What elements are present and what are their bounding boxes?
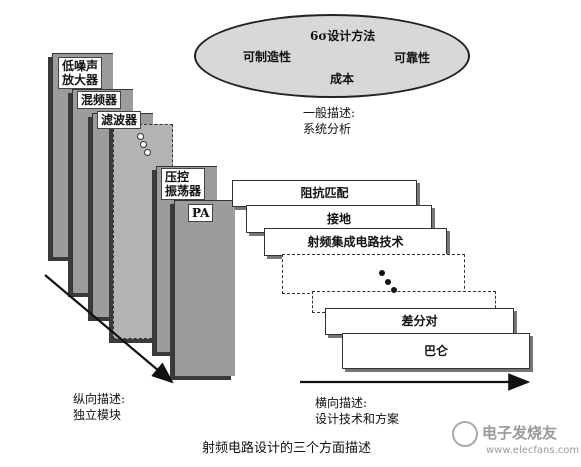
technique-label-rfic: 射频集成电路技术	[307, 235, 404, 249]
technique-box-impedance: 阻抗匹配	[232, 180, 417, 207]
horizontal-description-value: 设计技术和方案	[315, 412, 400, 426]
watermark-logo-icon	[452, 421, 478, 447]
module-card-pa	[174, 200, 235, 376]
general-description-value: 系统分析	[303, 122, 352, 136]
ellipsis-dot	[140, 141, 147, 148]
module-label-lna: 低噪声 放大器	[58, 57, 103, 89]
module-label-filter: 滤波器	[97, 111, 142, 129]
technique-label-impedance: 阻抗匹配	[300, 186, 349, 200]
technique-box-rfic: 射频集成电路技术	[264, 228, 447, 256]
module-label-mixer: 混频器	[77, 91, 122, 109]
technique-label-balun: 巴仑	[423, 344, 448, 358]
technique-label-ground: 接地	[326, 212, 351, 226]
watermark-brand: 电子发烧友	[482, 424, 558, 442]
module-label-pa: PA	[188, 204, 214, 222]
design-method-ellipse	[194, 14, 470, 98]
horizontal-description-label: 横向描述:	[315, 396, 368, 410]
vertical-description-label: 纵向描述:	[73, 392, 126, 406]
ellipsis-dot	[379, 270, 385, 276]
technique-box-balun: 巴仑	[342, 333, 530, 369]
general-description-label: 一般描述:	[303, 106, 356, 120]
technique-label-differential: 差分对	[401, 314, 438, 328]
ellipse-title: 6σ设计方法	[310, 29, 376, 43]
ellipsis-dot	[137, 133, 144, 140]
technique-box-placeholder	[282, 254, 465, 294]
technique-box-differential: 差分对	[325, 308, 514, 335]
watermark-url: www.elecfans.com	[486, 445, 580, 456]
ellipsis-dot	[391, 287, 397, 293]
vertical-description-value: 独立模块	[73, 408, 122, 422]
ellipse-manufacturability: 可制造性	[243, 50, 292, 64]
figure-caption: 射频电路设计的三个方面描述	[202, 441, 372, 456]
ellipse-reliability: 可靠性	[394, 51, 431, 65]
ellipsis-dot	[385, 279, 391, 285]
ellipse-cost: 成本	[330, 72, 355, 86]
module-label-vco: 压控 振荡器	[161, 168, 206, 200]
vertical-arrow	[44, 274, 174, 384]
ellipsis-dot	[144, 149, 151, 156]
